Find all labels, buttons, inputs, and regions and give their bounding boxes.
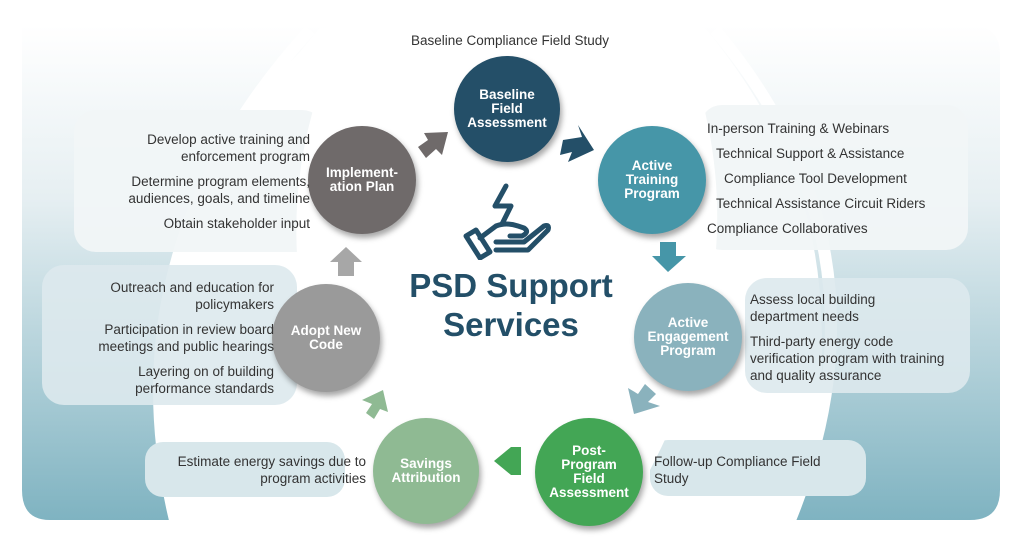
stage-savings-attribution[interactable]: Savings Attribution [373,418,479,524]
stage-adopt-new-code[interactable]: Adopt New Code [272,284,380,392]
arrow-adopt-to-implementation [330,247,362,276]
detail-item: Assess local building department needs [750,292,876,324]
stage-active-training-program[interactable]: Active Training Program [598,126,706,234]
arrow-post-to-savings [494,447,521,475]
adopt-detail-panel [42,265,297,405]
detail-item: Estimate energy savings due to program a… [177,454,366,486]
engagement-detail-panel [745,278,970,393]
arrow-implementation-to-baseline [418,132,448,158]
implementation-details: Develop active training and enforcement … [82,131,310,240]
detail-item: In-person Training & Webinars [707,121,890,136]
title-line-2: Services [443,306,579,343]
detail-item: Outreach and education for policymakers [110,280,274,312]
implementation-detail-panel [74,110,324,252]
adopt-details: Outreach and education for policymakers … [48,279,274,405]
engagement-details: Assess local building department needs T… [750,291,965,392]
savings-detail-panel [145,442,345,497]
detail-item: Third-party energy code verification pro… [750,334,945,383]
detail-item: Technical Assistance Circuit Riders [716,196,926,211]
hand-with-lightning-icon [463,183,551,260]
stage-active-engagement-program[interactable]: Active Engagement Program [634,283,742,391]
detail-item: Layering on of building performance stan… [135,364,274,396]
stage-implementation-plan[interactable]: Implement- ation Plan [308,126,416,234]
post-program-detail-panel [650,440,866,496]
stage-post-program-field-assessment[interactable]: Post- Program Field Assessment [535,418,643,526]
detail-item: Follow-up Compliance Field Study [654,454,821,486]
arrow-savings-to-adopt [362,390,388,419]
page-title: PSD Support Services [376,266,646,344]
arrow-baseline-to-training [560,125,594,162]
detail-item: Obtain stakeholder input [163,216,310,231]
detail-item: Compliance Tool Development [724,171,907,186]
detail-item: Compliance Collaboratives [707,221,868,236]
training-detail-panel [700,105,968,250]
detail-item: Determine program elements, audiences, g… [128,174,310,206]
detail-item: Participation in review board meetings a… [98,322,274,354]
post-program-details: Follow-up Compliance Field Study [654,453,854,495]
detail-item: Technical Support & Assistance [716,146,905,161]
stage-baseline-field-assessment[interactable]: Baseline Field Assessment [454,56,560,162]
arrow-training-to-engagement [652,242,686,272]
savings-details: Estimate energy savings due to program a… [160,453,366,495]
title-line-1: PSD Support [409,267,613,304]
top-caption: Baseline Compliance Field Study [410,33,610,48]
arrow-engagement-to-post [628,384,660,414]
training-details: In-person Training & Webinars Technical … [707,120,967,245]
detail-item: Develop active training and enforcement … [147,132,310,164]
